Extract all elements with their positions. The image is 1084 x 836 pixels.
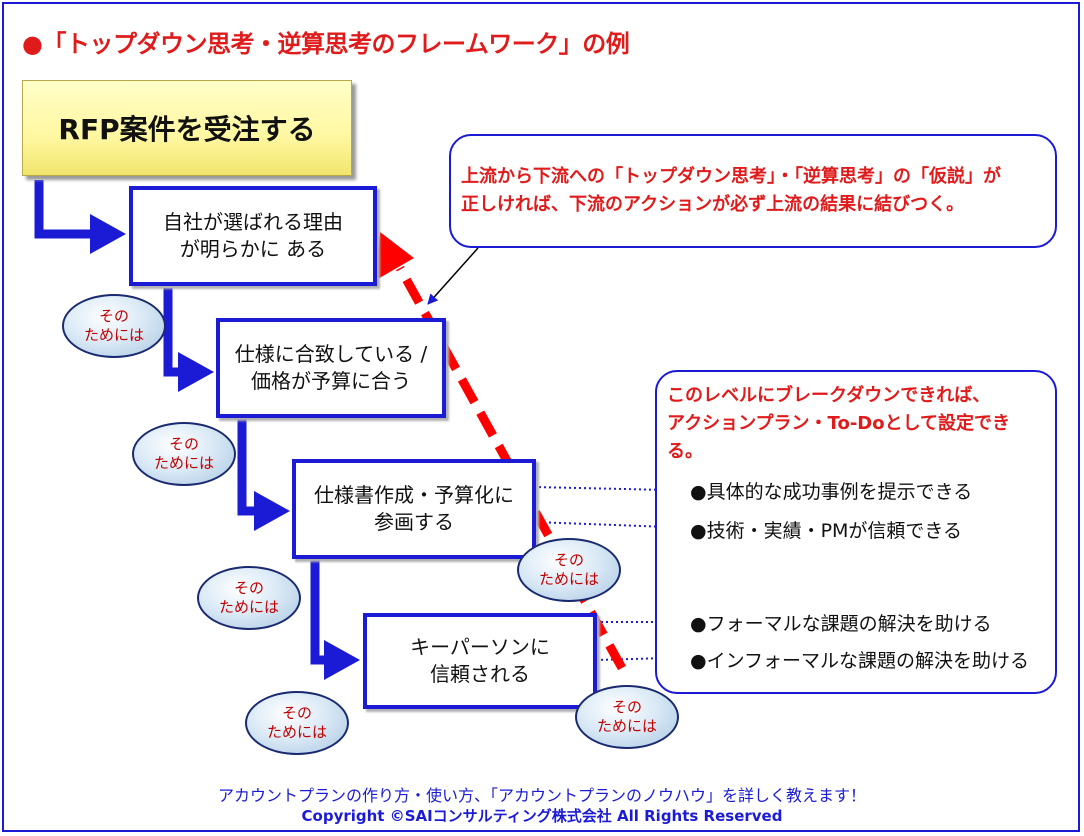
oval-5-line-1: その <box>553 550 584 569</box>
elbow-arrow-1 <box>34 180 98 239</box>
oval-2-line-2: ためには <box>153 454 214 472</box>
footer-tagline: アカウントプランの作り方・使い方、「アカウントプランのノウハウ」を詳しく教えます… <box>217 786 866 805</box>
step-2-line-2: 価格が予算に合う <box>251 369 411 393</box>
callout-pointer <box>427 247 479 305</box>
oval-1-line-2: ためには <box>83 326 144 344</box>
oval-sono-tameniwa-2: そのためには <box>132 422 236 486</box>
oval-3-line-2: ためには <box>218 598 279 616</box>
step-4-line-2: 信頼される <box>430 662 530 686</box>
step-4-line-1: キーパーソンに <box>410 635 550 659</box>
oval-1-line-1: その <box>98 306 129 325</box>
red-arrowhead <box>376 232 414 280</box>
step-3-line-1: 仕様書作成・予算化に <box>314 483 514 507</box>
action-item-3: ●フォーマルな課題の解決を助ける <box>690 613 992 635</box>
oval-5-line-2: ためには <box>538 570 599 588</box>
oval-4-line-2: ためには <box>266 723 327 741</box>
oval-sono-tameniwa-1: そのためには <box>62 294 166 358</box>
step-2-line-1: 仕様に合致している / <box>234 342 428 366</box>
oval-6-line-2: ためには <box>596 717 657 735</box>
step-3-line-2: 参画する <box>374 510 454 534</box>
action-item-2: ●技術・実績・PMが信頼できる <box>690 520 963 542</box>
oval-sono-tameniwa-3: そのためには <box>197 566 301 630</box>
step-box-1: 自社が選ばれる理由が明らかに ある <box>129 186 377 286</box>
oval-4-line-1: その <box>281 703 312 722</box>
oval-3-line-1: その <box>233 578 264 597</box>
oval-6-line-1: その <box>611 697 642 716</box>
elbow-arrowhead-3 <box>254 491 290 531</box>
action-item-4: ●インフォーマルな課題の解決を助ける <box>690 650 1030 672</box>
step-box-4: キーパーソンに信頼される <box>363 613 597 709</box>
step-box-3: 仕様書作成・予算化に参画する <box>292 459 536 559</box>
breakdown-note: このレベルにブレークダウンできれば、 アクションプラン・To-Doとして設定でき… <box>655 370 1057 694</box>
oval-sono-tameniwa-6: そのためには <box>575 685 679 749</box>
rfp-goal-box: RFP案件を受注する <box>22 80 352 176</box>
elbow-arrowhead-2 <box>178 352 214 392</box>
step-1-line-1: 自社が選ばれる理由 <box>163 210 343 234</box>
hypothesis-note-line-2: 正しければ、下流のアクションが必ず上流の結果に結びつく。 <box>461 194 965 215</box>
elbow-arrowhead-4 <box>324 640 360 680</box>
oval-sono-tameniwa-5: そのためには <box>517 538 621 602</box>
hypothesis-note-line-1: 上流から下流への「トップダウン思考」・「逆算思考」の「仮説」が <box>461 166 1001 188</box>
action-item-1: ●具体的な成功事例を提示できる <box>690 481 973 503</box>
breakdown-note-line-1: このレベルにブレークダウンできれば、 <box>667 385 991 406</box>
oval-2-line-1: その <box>168 434 199 453</box>
footer-copyright: Copyright ©SAIコンサルティング株式会社 All Rights Re… <box>301 807 783 825</box>
dotted-connector-1 <box>533 486 669 491</box>
elbow-arrowhead-1 <box>90 214 126 254</box>
page-title: ●「トップダウン思考・逆算思考のフレームワーク」の例 <box>22 30 630 58</box>
oval-sono-tameniwa-4: そのためには <box>245 691 349 755</box>
dotted-connector-2 <box>533 521 669 528</box>
hypothesis-note: 上流から下流への「トップダウン思考」・「逆算思考」の「仮説」が 正しければ、下流… <box>449 134 1057 248</box>
step-1-line-2: が明らかに ある <box>179 237 327 261</box>
step-box-2: 仕様に合致している / 価格が予算に合う <box>216 318 446 418</box>
breakdown-note-line-2: アクションプラン・To-Doとして設定できる。 <box>667 412 1011 462</box>
